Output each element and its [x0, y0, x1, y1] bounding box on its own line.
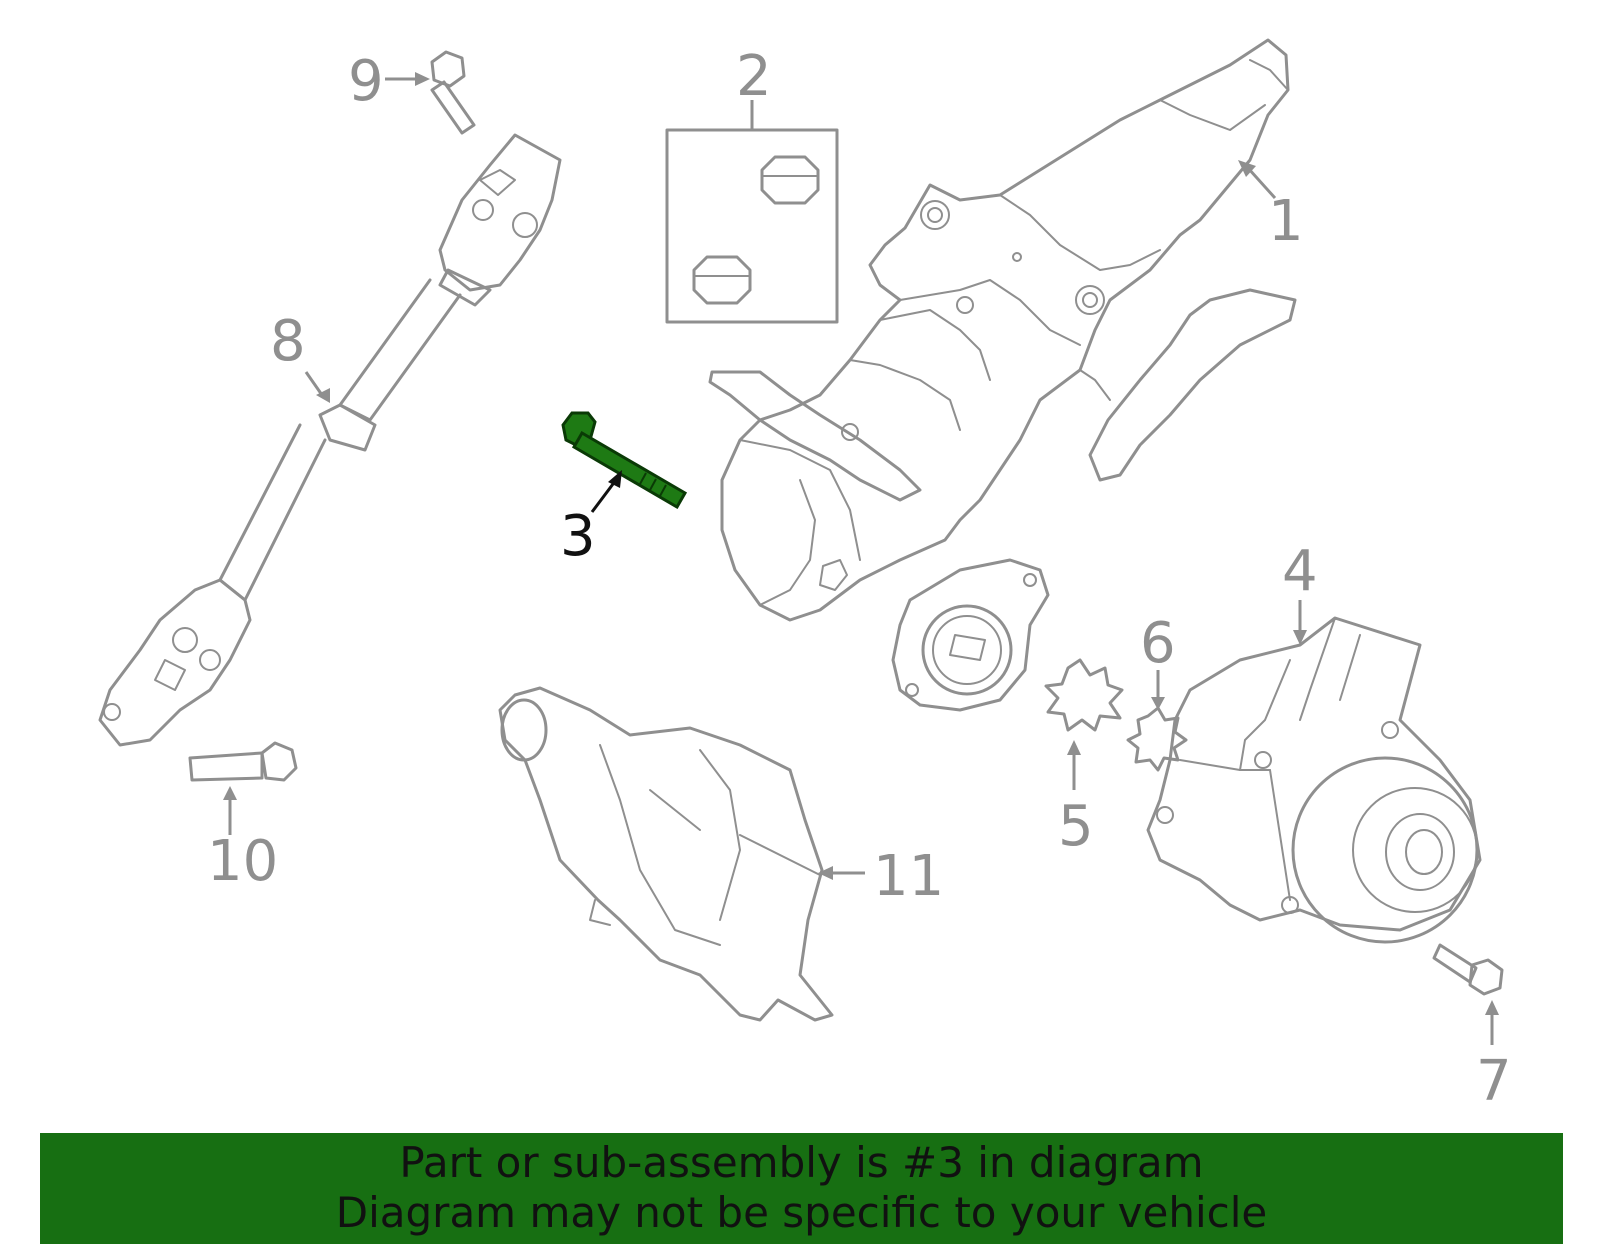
callout-7: 7 — [1476, 1049, 1512, 1114]
callout-4: 4 — [1282, 539, 1318, 604]
info-banner: Part or sub-assembly is #3 in diagram Di… — [40, 1133, 1563, 1244]
part-1-steering-column: 1 — [708, 38, 1304, 712]
steering-column-parts-diagram: 1 2 3 4 — [98, 38, 1512, 1114]
part-10-bolt: 10 — [188, 741, 298, 894]
banner-line-disclaimer: Diagram may not be specific to your vehi… — [335, 1188, 1268, 1237]
callout-1: 1 — [1268, 189, 1304, 254]
callout-2: 2 — [736, 44, 772, 109]
callout-6: 6 — [1140, 611, 1176, 676]
callout-10: 10 — [207, 829, 278, 894]
part-7-bolt: 7 — [1432, 943, 1512, 1114]
part-9-bolt: 9 — [348, 49, 476, 135]
part-11-column-cover: 11 — [498, 686, 944, 1022]
part-4-assist-motor: 4 — [1146, 539, 1482, 944]
callout-3: 3 — [560, 504, 596, 569]
callout-8: 8 — [270, 309, 306, 374]
part-3-bolt-highlighted: 3 — [560, 411, 688, 569]
callout-11: 11 — [873, 844, 944, 909]
callout-5: 5 — [1058, 794, 1094, 859]
part-5-coupler: 5 — [1044, 658, 1124, 859]
part-8-intermediate-shaft: 8 — [98, 133, 562, 747]
callout-9: 9 — [348, 49, 384, 114]
part-6-damper: 6 — [1126, 611, 1188, 772]
banner-line-part-number: Part or sub-assembly is #3 in diagram — [399, 1138, 1204, 1187]
part-2-cap-kit: 2 — [665, 44, 839, 324]
